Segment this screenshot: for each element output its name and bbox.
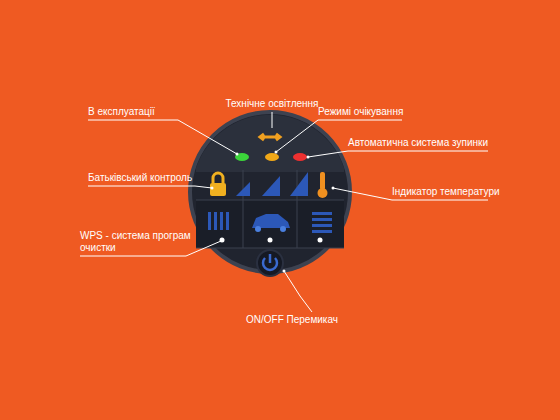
part-label: Індикатор температури: [392, 186, 500, 198]
part-label: ON/OFF Перемикач: [246, 314, 338, 326]
part-label: Батьківський контроль: [88, 172, 192, 184]
part-label: В експлуатації: [88, 106, 155, 118]
part-label: Режимі очікування: [318, 106, 403, 118]
part-label: Автоматична система зупинки: [348, 137, 488, 149]
part-label: Технічне освітлення: [225, 98, 318, 110]
part-label: WPS - система програм очистки: [80, 230, 200, 254]
